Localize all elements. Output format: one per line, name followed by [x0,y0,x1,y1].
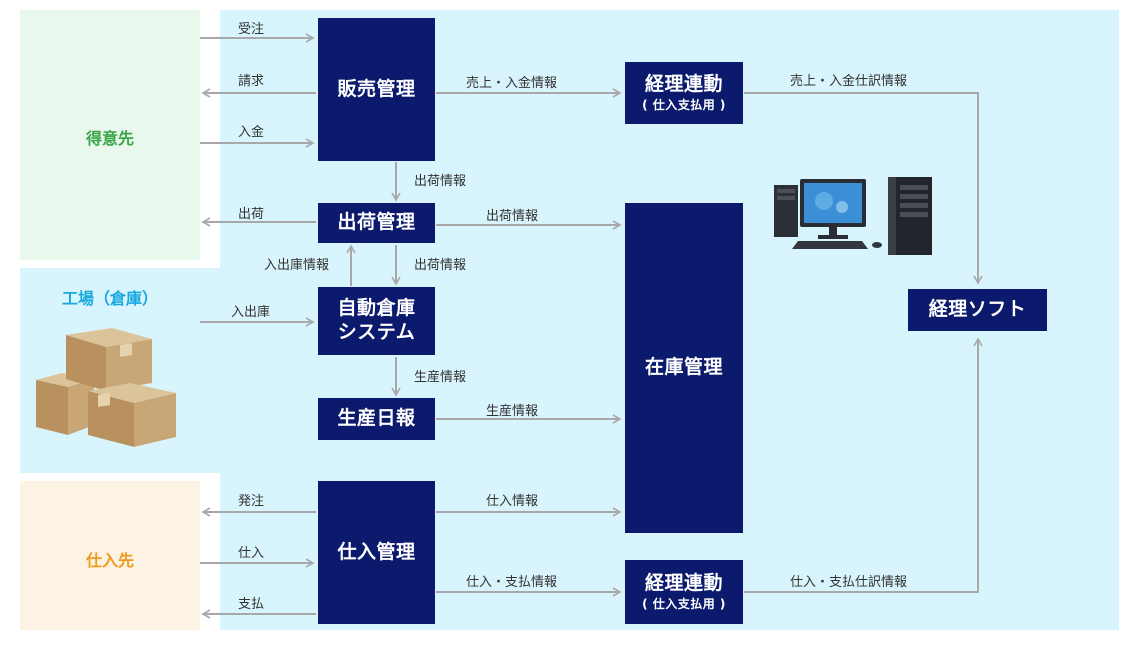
automated-warehouse-box: 自動倉庫 システム [318,287,435,355]
arrow-acct-bottom-to-software [744,337,983,593]
label-ship-info-down-1: 出荷情報 [414,174,467,189]
sales-management-box: 販売管理 [318,18,435,161]
label-order-placed: 発注 [238,494,265,509]
cardboard-boxes-icon [36,328,176,447]
label-payment-received: 入金 [238,125,265,140]
label-purchase-payment-info: 仕入・支払情報 [466,575,558,590]
label-payment: 支払 [238,597,265,612]
label-production-info-right: 生産情報 [486,404,539,419]
label-sales-payment-info: 売上・入金情報 [466,76,558,91]
label-billing: 請求 [238,74,265,89]
arrow-acct-top-to-software [744,92,983,285]
accounting-link-top-box: 経理連動 ( 仕入支払用 ) [625,62,743,124]
label-ship-info-down-2: 出荷情報 [414,258,467,273]
label-purchase-info: 仕入情報 [486,494,539,509]
purchase-management-box: 仕入管理 [318,481,435,624]
customer-area [20,10,200,260]
label-stock-io: 入出庫 [231,305,271,320]
label-purchase-in: 仕入 [238,546,265,561]
label-order-received: 受注 [238,22,265,37]
label-purchase-journal-info: 仕入・支払仕訳情報 [790,575,908,590]
label-ship: 出荷 [238,207,265,222]
label-sales-journal-info: 売上・入金仕訳情報 [790,74,908,89]
supplier-area [20,481,200,630]
shipping-management-box: 出荷管理 [318,203,435,243]
accounting-link-bottom-box: 経理連動 ( 仕入支払用 ) [625,560,743,624]
accounting-software-box: 経理ソフト [908,289,1047,331]
production-report-box: 生産日報 [318,398,435,440]
factory-label: 工場（倉庫） [61,289,158,308]
customer-label: 得意先 [85,129,134,148]
label-ship-info-right: 出荷情報 [486,209,539,224]
label-production-info-down: 生産情報 [414,370,467,385]
desktop-computer-icon [774,177,932,255]
label-stock-io-info: 入出庫情報 [264,258,330,273]
inventory-management-box: 在庫管理 [625,203,743,533]
supplier-label: 仕入先 [85,551,134,570]
